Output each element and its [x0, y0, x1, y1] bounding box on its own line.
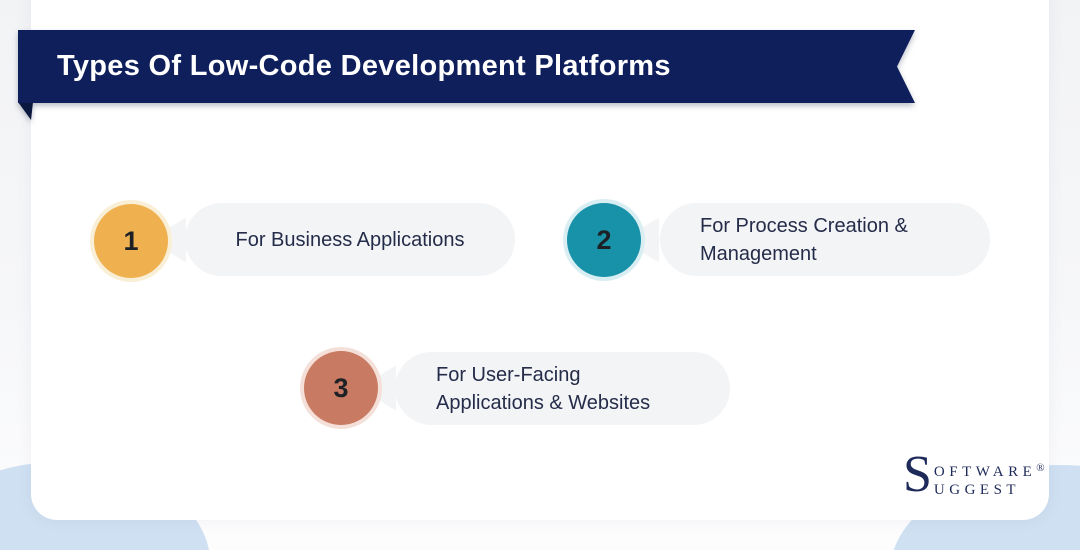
registered-mark: ® — [1036, 462, 1045, 474]
item-number: 2 — [596, 224, 612, 255]
logo-wordmark: OFTWARE® UGGEST — [934, 452, 1045, 499]
item-label: For User-Facing Applications & Websites — [436, 363, 651, 414]
pill-connector — [150, 218, 186, 262]
ribbon-fold — [18, 102, 33, 120]
pill-connector — [360, 366, 396, 410]
logo-word-software: OFTWARE® — [933, 462, 1045, 480]
page-title: Types Of Low-Code Development Platforms — [57, 50, 671, 82]
logo-word-suggest: UGGEST — [933, 482, 1021, 498]
logo-initial: S — [903, 446, 932, 503]
item-label-pill-3: For User-Facing Applications & Websites — [395, 352, 730, 425]
softwaresuggest-logo: S OFTWARE® UGGEST — [903, 446, 1045, 503]
item-label: For Business Applications — [235, 228, 465, 251]
item-label: For Process Creation & Management — [700, 214, 908, 265]
item-label-pill-1: For Business Applications — [185, 203, 515, 276]
item-number-badge-1: 1 — [94, 204, 168, 278]
pill-connector — [623, 218, 659, 262]
item-number-badge-3: 3 — [304, 351, 378, 425]
item-number: 3 — [333, 372, 349, 403]
ribbon-banner: Types Of Low-Code Development Platforms — [18, 30, 915, 103]
item-label-pill-2: For Process Creation & Management — [660, 203, 990, 276]
item-number: 1 — [123, 225, 139, 256]
item-number-badge-2: 2 — [567, 203, 641, 277]
